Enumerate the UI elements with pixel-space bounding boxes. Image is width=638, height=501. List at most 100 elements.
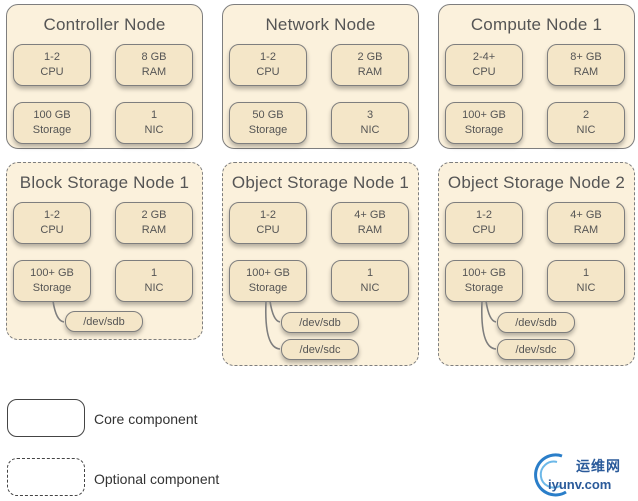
nic-label: NIC: [576, 124, 596, 136]
storage-box: 100+ GB Storage: [229, 260, 307, 302]
storage-label: Storage: [248, 124, 288, 136]
cpu-box: 1-2 CPU: [229, 44, 307, 86]
ram-box: 2 GB RAM: [331, 44, 409, 86]
disk-sdc: /dev/sdc: [497, 339, 575, 360]
nic-label: NIC: [576, 282, 596, 294]
node-title: Block Storage Node 1: [19, 173, 190, 192]
legend-optional-swatch: [7, 458, 85, 496]
watermark-text-en: iyunv.com: [548, 477, 612, 492]
ram-box: 2 GB RAM: [115, 202, 193, 244]
cpu-value: 2-4+: [472, 51, 496, 63]
legend-core-label: Core component: [94, 411, 198, 427]
node-title: Object Storage Node 2: [447, 173, 626, 192]
cpu-label: CPU: [40, 224, 64, 236]
storage-box: 100 GB Storage: [13, 102, 91, 144]
cpu-label: CPU: [256, 224, 280, 236]
ram-value: 2 GB: [357, 51, 383, 63]
cpu-box: 1-2 CPU: [445, 202, 523, 244]
disk-sdb: /dev/sdb: [65, 311, 143, 332]
nic-box: 1 NIC: [115, 102, 193, 144]
node-title: Network Node: [265, 15, 376, 34]
ram-box: 4+ GB RAM: [547, 202, 625, 244]
disk-sdb: /dev/sdb: [497, 312, 575, 333]
storage-box: 100+ GB Storage: [13, 260, 91, 302]
legend-core-swatch: [7, 399, 85, 437]
node-title: Compute Node 1: [470, 15, 603, 34]
storage-box: 100+ GB Storage: [445, 102, 523, 144]
nic-value: 1: [366, 267, 374, 279]
ram-value: 4+ GB: [354, 209, 386, 221]
cpu-value: 1-2: [44, 209, 60, 221]
nic-label: NIC: [144, 282, 164, 294]
disk-sdc: /dev/sdc: [281, 339, 359, 360]
compute-node: Compute Node 1 2-4+ CPU 8+ GB RAM 100+ G…: [438, 4, 635, 149]
nic-value: 2: [582, 109, 590, 121]
cpu-box: 1-2 CPU: [13, 202, 91, 244]
block-storage-node: Block Storage Node 1 1-2 CPU 2 GB RAM 10…: [6, 162, 203, 340]
ram-label: RAM: [141, 66, 167, 78]
nic-value: 1: [150, 109, 158, 121]
ram-label: RAM: [141, 224, 167, 236]
cpu-box: 1-2 CPU: [13, 44, 91, 86]
disk-label: /dev/sdb: [83, 315, 125, 328]
storage-label: Storage: [464, 282, 504, 294]
storage-value: 100+ GB: [30, 267, 74, 279]
disk-label: /dev/sdb: [299, 316, 341, 329]
ram-box: 8+ GB RAM: [547, 44, 625, 86]
ram-label: RAM: [573, 66, 599, 78]
cpu-value: 1-2: [260, 209, 276, 221]
storage-label: Storage: [32, 124, 72, 136]
nic-label: NIC: [360, 124, 380, 136]
cpu-label: CPU: [256, 66, 280, 78]
ram-value: 2 GB: [141, 209, 167, 221]
legend-optional-label: Optional component: [94, 471, 220, 487]
disk-label: /dev/sdc: [515, 343, 557, 356]
nic-value: 1: [150, 267, 158, 279]
cpu-label: CPU: [40, 66, 64, 78]
storage-value: 50 GB: [252, 109, 284, 121]
node-title: Controller Node: [43, 15, 166, 34]
disk-label: /dev/sdc: [299, 343, 341, 356]
ram-label: RAM: [573, 224, 599, 236]
disk-sdb: /dev/sdb: [281, 312, 359, 333]
storage-value: 100+ GB: [462, 267, 506, 279]
nic-label: NIC: [360, 282, 380, 294]
object-storage-node-1: Object Storage Node 1 1-2 CPU 4+ GB RAM …: [222, 162, 419, 366]
controller-node: Controller Node 1-2 CPU 8 GB RAM 100 GB …: [6, 4, 203, 149]
ram-value: 8 GB: [141, 51, 167, 63]
storage-label: Storage: [32, 282, 72, 294]
nic-box: 1 NIC: [547, 260, 625, 302]
nic-value: 1: [582, 267, 590, 279]
nic-box: 3 NIC: [331, 102, 409, 144]
ram-label: RAM: [357, 224, 383, 236]
cpu-value: 1-2: [476, 209, 492, 221]
storage-value: 100+ GB: [246, 267, 290, 279]
cpu-box: 2-4+ CPU: [445, 44, 523, 86]
object-storage-node-2: Object Storage Node 2 1-2 CPU 4+ GB RAM …: [438, 162, 635, 366]
watermark-text-cn: 运维网: [576, 458, 621, 474]
nic-box: 1 NIC: [115, 260, 193, 302]
ram-value: 8+ GB: [570, 51, 602, 63]
cpu-label: CPU: [472, 66, 496, 78]
storage-label: Storage: [464, 124, 504, 136]
storage-value: 100 GB: [33, 109, 71, 121]
ram-value: 4+ GB: [570, 209, 602, 221]
storage-box: 100+ GB Storage: [445, 260, 523, 302]
storage-box: 50 GB Storage: [229, 102, 307, 144]
ram-box: 8 GB RAM: [115, 44, 193, 86]
nic-label: NIC: [144, 124, 164, 136]
ram-box: 4+ GB RAM: [331, 202, 409, 244]
ram-label: RAM: [357, 66, 383, 78]
cpu-value: 1-2: [260, 51, 276, 63]
cpu-value: 1-2: [44, 51, 60, 63]
watermark-logo-icon: [534, 453, 567, 497]
cpu-box: 1-2 CPU: [229, 202, 307, 244]
storage-value: 100+ GB: [462, 109, 506, 121]
network-node: Network Node 1-2 CPU 2 GB RAM 50 GB Stor…: [222, 4, 419, 149]
node-title: Object Storage Node 1: [231, 173, 410, 192]
storage-label: Storage: [248, 282, 288, 294]
nic-value: 3: [366, 109, 374, 121]
nic-box: 1 NIC: [331, 260, 409, 302]
disk-label: /dev/sdb: [515, 316, 557, 329]
cpu-label: CPU: [472, 224, 496, 236]
